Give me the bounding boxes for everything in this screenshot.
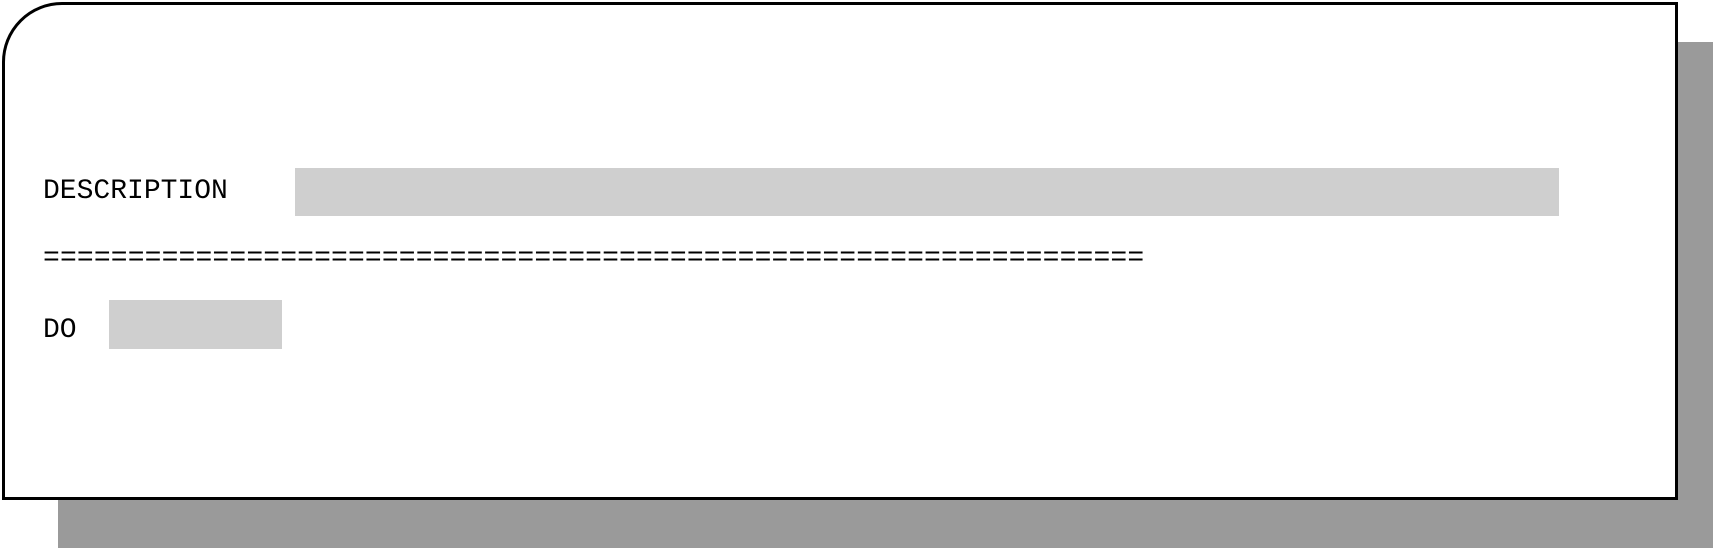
form-panel: DESCRIPTION ============================… — [2, 2, 1678, 500]
description-label: DESCRIPTION — [43, 176, 228, 207]
do-label: DO — [43, 315, 77, 346]
description-field[interactable] — [295, 168, 1559, 216]
do-field[interactable] — [109, 300, 282, 349]
separator-line: ========================================… — [43, 243, 1145, 274]
